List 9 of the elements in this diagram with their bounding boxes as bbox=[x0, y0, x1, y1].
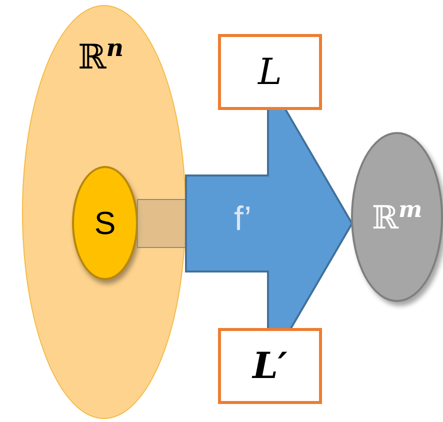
node-label: ℝ$^{m}$ bbox=[372, 197, 422, 237]
edge-label: f’ bbox=[234, 200, 252, 238]
map-box bbox=[218, 328, 322, 404]
node-label: S bbox=[94, 204, 116, 242]
map-box bbox=[218, 34, 322, 110]
set-ellipse bbox=[72, 166, 138, 280]
node-label: L bbox=[258, 52, 282, 92]
node-label: L′ bbox=[252, 345, 288, 387]
node-label: ℝ$^{n}$ bbox=[78, 34, 124, 78]
